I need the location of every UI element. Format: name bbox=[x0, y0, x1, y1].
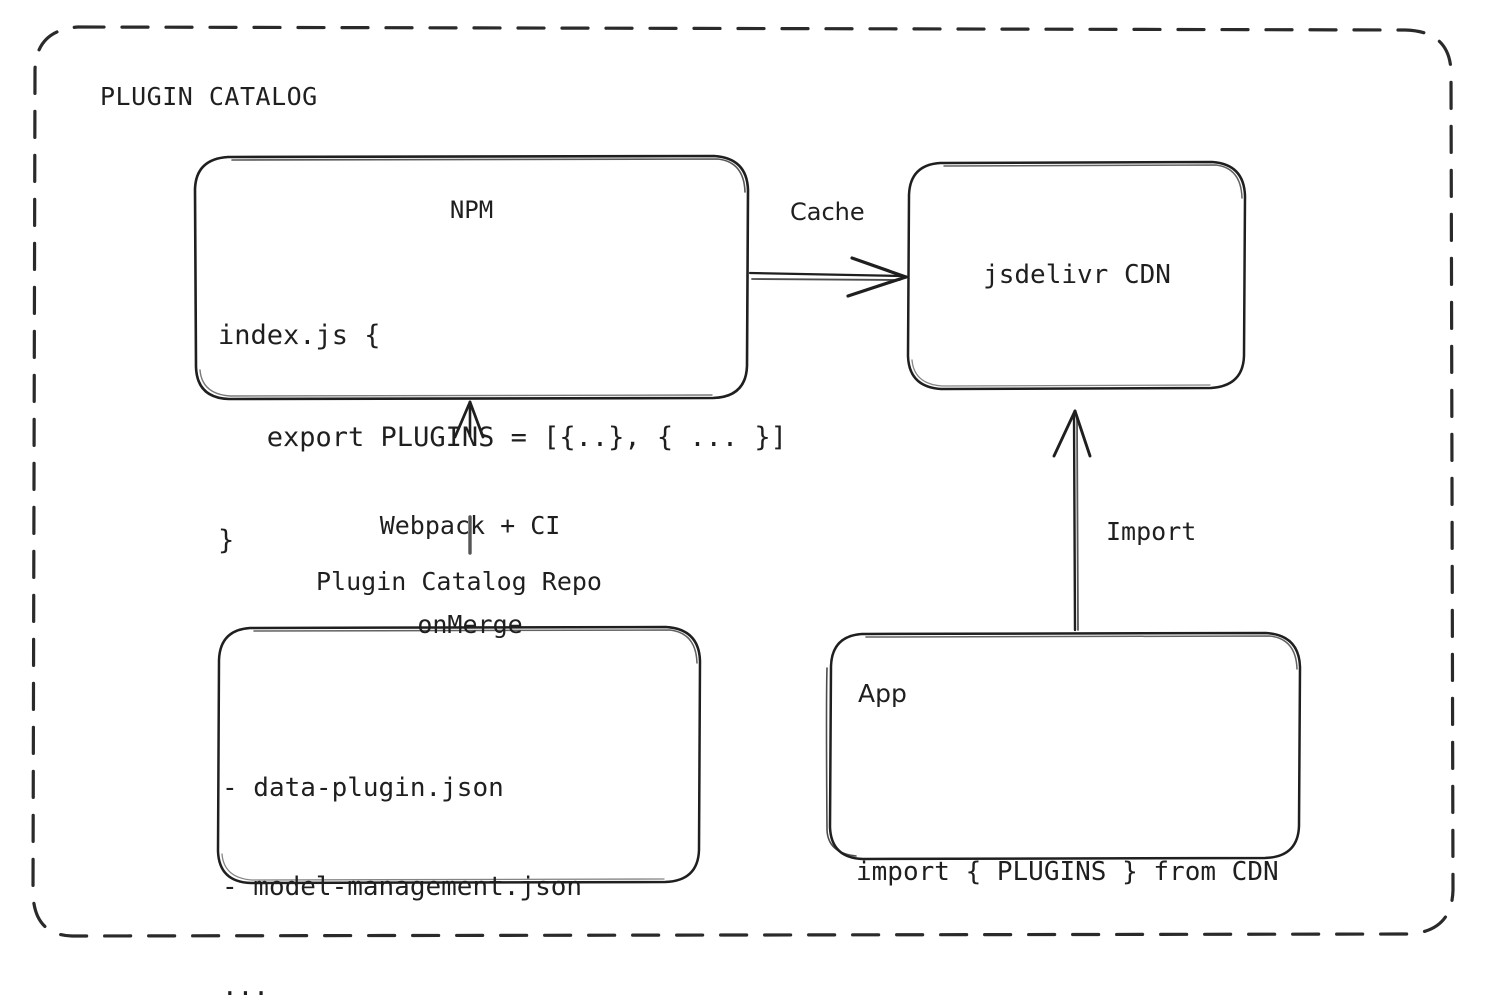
edge-label-import: Import bbox=[1106, 517, 1197, 546]
repo-file-item-1: - data-plugin.json bbox=[222, 772, 504, 803]
repo-file-item-3: ... bbox=[222, 972, 269, 1002]
repo-node-caption: Plugin Catalog Repo bbox=[316, 567, 602, 596]
edge-label-webpack-line-2: onMerge bbox=[417, 610, 523, 639]
npm-code-line-2: export PLUGINS = [{..}, { ... }] bbox=[218, 422, 787, 454]
repo-file-item-2: - model-management.json bbox=[222, 872, 583, 903]
app-node-code: import { PLUGINS } from CDN PLUGINS.forE… bbox=[856, 733, 1279, 1002]
repo-node-file-list: - data-plugin.json - model-management.js… bbox=[222, 705, 582, 1002]
cdn-node-title: jsdelivr CDN bbox=[983, 260, 1171, 290]
edge-app-to-cdn bbox=[1052, 409, 1092, 632]
npm-code-line-1: index.js { bbox=[218, 319, 381, 351]
npm-code-line-3: } bbox=[218, 525, 235, 557]
app-node-title: App bbox=[858, 679, 907, 708]
app-code-line-1: import { PLUGINS } from CDN bbox=[856, 856, 1279, 887]
npm-node-title: NPM bbox=[449, 196, 494, 224]
edge-label-webpack-line-1: Webpack + CI bbox=[379, 511, 561, 540]
edge-label-cache: Cache bbox=[790, 198, 865, 226]
npm-node-code: index.js { export PLUGINS = [{..}, { ...… bbox=[218, 250, 787, 627]
edge-label-webpack-onmerge: Webpack + CI onMerge bbox=[330, 443, 610, 707]
group-title: PLUGIN CATALOG bbox=[100, 82, 318, 111]
